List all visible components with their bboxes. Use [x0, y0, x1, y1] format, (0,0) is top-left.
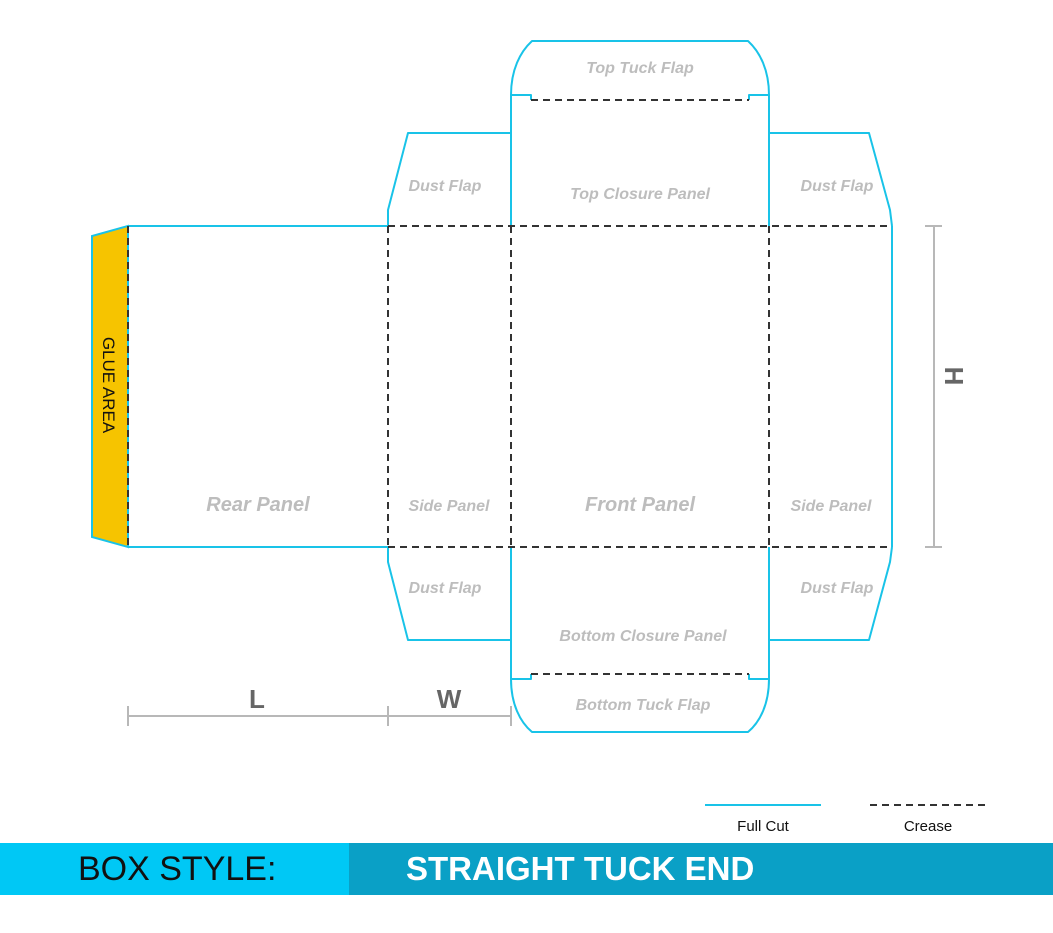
glue-area — [91, 224, 129, 549]
length-dimension-label: L — [249, 684, 265, 714]
dust-flap-top-left-label: Dust Flap — [409, 178, 482, 195]
dust-flap-bottom-right-outline — [769, 546, 893, 641]
banner-label: BOX STYLE: — [78, 849, 277, 888]
dust-flap-bottom-left-outline — [387, 547, 511, 641]
legend-crease-label: Crease — [904, 818, 952, 835]
height-dimension-label: H — [939, 367, 969, 386]
glue-area-label: GLUE AREA — [99, 337, 118, 434]
height-dimension-line — [925, 225, 942, 548]
top-tuck-flap-label: Top Tuck Flap — [586, 60, 694, 77]
bottom-tuck-flap-label: Bottom Tuck Flap — [576, 697, 711, 714]
dust-flap-top-right-outline — [769, 132, 893, 227]
width-dimension-label: W — [437, 684, 462, 714]
dust-flap-top-right-label: Dust Flap — [801, 178, 874, 195]
bottom-closure-panel-label: Bottom Closure Panel — [559, 628, 727, 645]
bottom-tuck-flap-outline — [510, 547, 770, 733]
banner-label-area: BOX STYLE: — [0, 843, 349, 895]
banner-value-area: STRAIGHT TUCK END — [349, 843, 1053, 895]
top-tuck-flap-outline — [510, 40, 770, 226]
legend-full-cut-label: Full Cut — [737, 818, 790, 835]
side-panel-left-label: Side Panel — [409, 498, 490, 515]
side-panel-right-label: Side Panel — [791, 498, 872, 515]
rear-panel-label: Rear Panel — [206, 494, 310, 516]
length-width-dimension-line — [127, 706, 512, 726]
rear-panel-outline — [128, 225, 388, 548]
box-style-banner: BOX STYLE: STRAIGHT TUCK END — [0, 843, 1053, 895]
dust-flap-bottom-right-label: Dust Flap — [801, 580, 874, 597]
top-closure-panel-label: Top Closure Panel — [570, 186, 710, 203]
dust-flap-bottom-left-label: Dust Flap — [409, 580, 482, 597]
front-panel-label: Front Panel — [585, 494, 695, 516]
banner-value: STRAIGHT TUCK END — [406, 850, 755, 887]
dust-flap-top-left-outline — [387, 132, 511, 226]
